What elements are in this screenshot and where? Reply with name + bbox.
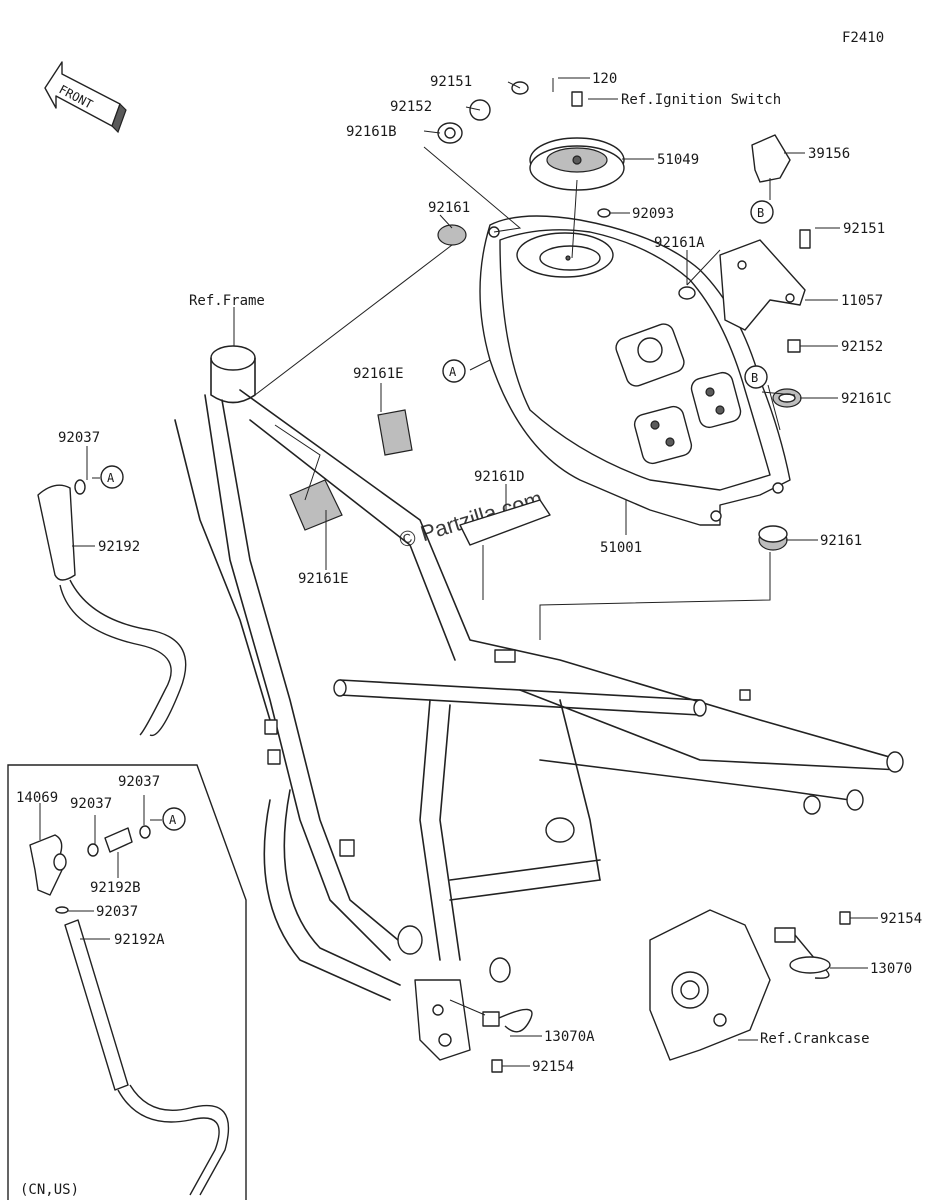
label-92192: 92192	[98, 539, 140, 555]
marker-b-label: B	[751, 371, 758, 385]
fuel-cap	[529, 91, 625, 259]
label-92154-right: 92154	[880, 911, 922, 927]
figure-code: F2410	[842, 30, 884, 46]
label-92151-right: 92151	[843, 221, 885, 237]
marker-a-label: A	[107, 471, 115, 485]
label-92152-right: 92152	[841, 339, 883, 355]
label-92037-inset-1: 92037	[70, 796, 112, 812]
label-13070: 13070	[870, 961, 912, 977]
label-92151-top: 92151	[430, 74, 472, 90]
marker-a-2: A	[100, 465, 124, 489]
label-cn-us: (CN,US)	[20, 1182, 79, 1198]
label-14069: 14069	[16, 790, 58, 806]
label-ref-crankcase: Ref.Crankcase	[760, 1031, 870, 1047]
marker-b-label: B	[757, 206, 764, 220]
part-39156	[751, 134, 791, 183]
label-ref-ignition-switch: Ref.Ignition Switch	[621, 92, 781, 108]
label-13070a: 13070A	[544, 1029, 595, 1045]
label-92154-bottom: 92154	[532, 1059, 574, 1075]
label-39156: 39156	[808, 146, 850, 162]
small-parts	[289, 81, 851, 1073]
label-92161b: 92161B	[346, 124, 397, 140]
marker-a-1: A	[442, 359, 466, 383]
front-arrow: FRONT	[44, 61, 127, 134]
label-92037-top: 92037	[58, 430, 100, 446]
label-11057: 11057	[841, 293, 883, 309]
label-92161e-bottom: 92161E	[298, 571, 349, 587]
bracket-11057	[719, 239, 806, 331]
breather-hose	[37, 479, 187, 737]
label-92093: 92093	[632, 206, 674, 222]
part-labels: 92151 120 Ref.Ignition Switch 92152 9216…	[16, 71, 922, 1198]
marker-b-2: B	[744, 365, 768, 389]
frame	[174, 345, 904, 1061]
label-120: 120	[592, 71, 617, 87]
label-92152-top: 92152	[390, 99, 432, 115]
marker-a-label: A	[169, 813, 177, 827]
label-92161c: 92161C	[841, 391, 892, 407]
leader-lines	[72, 77, 878, 1067]
label-92161a: 92161A	[654, 235, 705, 251]
marker-a-label: A	[449, 365, 457, 379]
label-92161-left: 92161	[428, 200, 470, 216]
inset-cn-us	[7, 764, 247, 1200]
label-51049: 51049	[657, 152, 699, 168]
label-92192a: 92192A	[114, 932, 165, 948]
marker-b-1: B	[750, 200, 774, 224]
label-92161d: 92161D	[474, 469, 525, 485]
crankcase	[649, 909, 771, 1061]
label-92161e-top: 92161E	[353, 366, 404, 382]
label-51001: 51001	[600, 540, 642, 556]
label-ref-frame: Ref.Frame	[189, 293, 265, 309]
label-92192b: 92192B	[90, 880, 141, 896]
label-92037-inset-2: 92037	[118, 774, 160, 790]
label-92037-inset-3: 92037	[96, 904, 138, 920]
marker-a-3: A	[162, 807, 186, 831]
label-92161-right: 92161	[820, 533, 862, 549]
